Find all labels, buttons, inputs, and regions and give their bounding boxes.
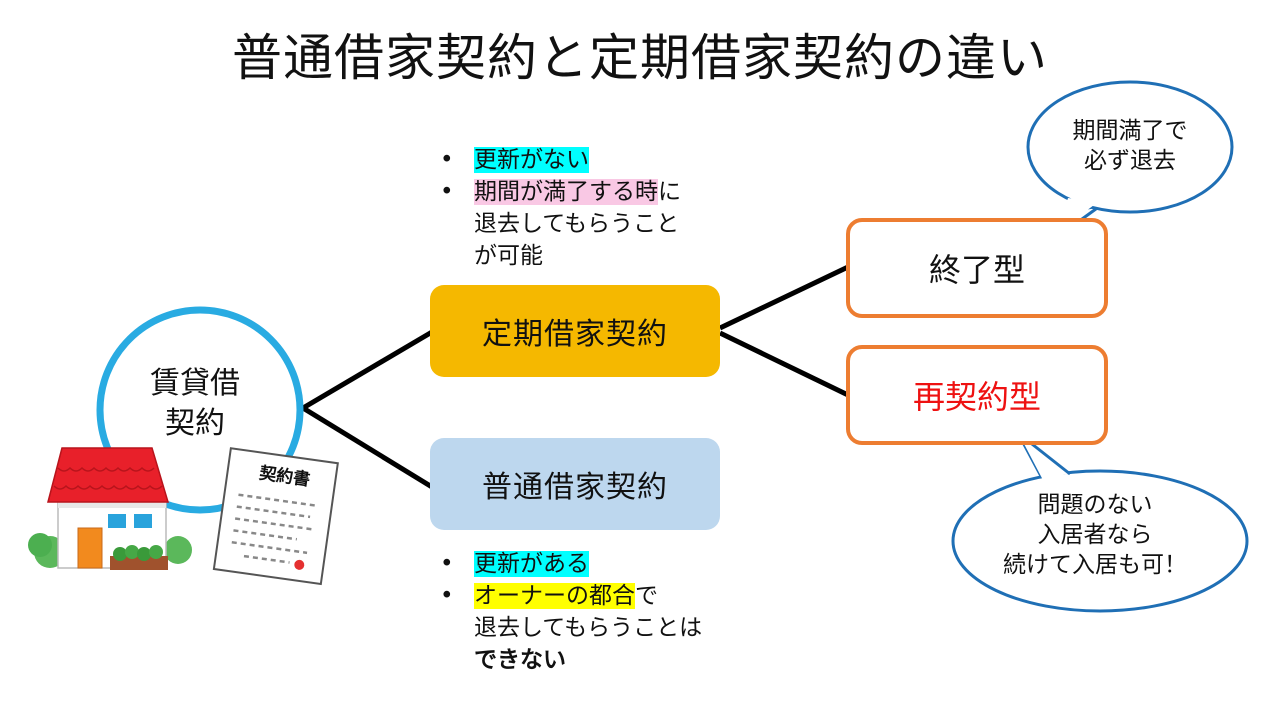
- bullet-item: •期間が満了する時に 退去してもらうこと が可能: [440, 179, 681, 269]
- futsu-contract-box: 普通借家契約: [430, 438, 720, 530]
- futsu-bullet-list: •更新がある •オーナーの都合で 退去してもらうことは できない: [436, 548, 756, 676]
- root-label-line2: 契約: [165, 406, 225, 441]
- recontract-type-box: 再契約型: [846, 345, 1108, 445]
- speech-bubble-bottom: [951, 431, 1249, 613]
- contract-document-illustration: [212, 447, 339, 586]
- connector-teiki-end: [718, 264, 850, 331]
- connector-root-futsu: [301, 405, 434, 490]
- house-illustration: [28, 447, 192, 570]
- bullet-item: •更新がない: [440, 147, 589, 173]
- bullet-item: •オーナーの都合で 退去してもらうことは できない: [440, 583, 703, 673]
- teiki-bullet-list: •更新がない •期間が満了する時に 退去してもらうこと が可能: [436, 144, 756, 272]
- speech-bubble-top-text: 期間満了で 必ず退去: [1072, 118, 1188, 174]
- connector-teiki-re: [718, 330, 850, 398]
- connector-root-teiki: [301, 329, 434, 411]
- teiki-contract-box: 定期借家契約: [430, 285, 720, 377]
- end-type-box: 終了型: [846, 218, 1108, 318]
- bullet-item: •更新がある: [440, 551, 589, 577]
- page-title: 普通借家契約と定期借家契約の違い: [232, 29, 1048, 87]
- speech-bubble-bottom-text: 問題のない 入居者なら 続けて入居も可！: [1003, 492, 1187, 578]
- root-label: 賃貸借 契約: [120, 364, 270, 444]
- root-label-line1: 賃貸借: [150, 366, 240, 401]
